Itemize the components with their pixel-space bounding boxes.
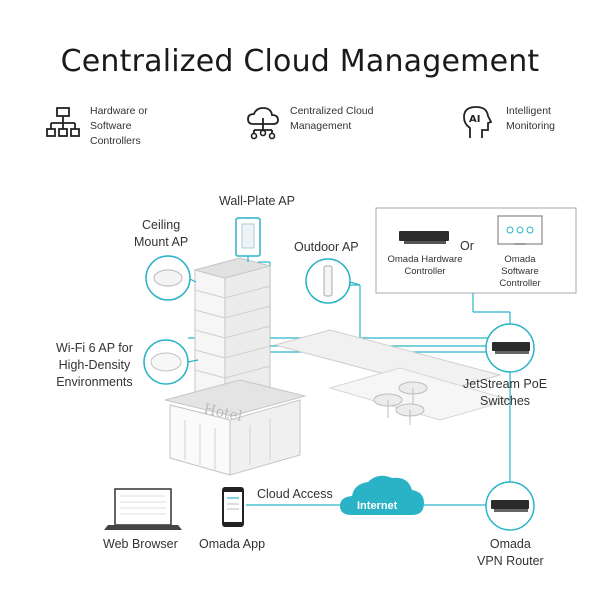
software-controller-label: Omada Software Controller <box>499 254 541 289</box>
feature-monitoring: AI Intelligent Monitoring <box>460 104 555 142</box>
outdoor-ap-label: Outdoor AP <box>294 240 359 254</box>
wall-plate-ap-device <box>235 217 261 262</box>
cloud-network-icon <box>247 107 279 140</box>
feature-label: Intelligent Monitoring <box>506 105 556 132</box>
wifi6-ap-label: Wi-Fi 6 AP for High-Density Environments <box>56 341 133 389</box>
internet-cloud <box>340 475 424 515</box>
feature-label: Centralized Cloud Management <box>290 105 374 132</box>
wall-plate-ap-label: Wall-Plate AP <box>219 194 295 208</box>
or-label: Or <box>460 239 474 253</box>
software-controller-device <box>497 215 543 245</box>
phone-device <box>222 487 244 527</box>
laptop-device <box>104 488 182 530</box>
ai-monitoring-icon: AI <box>463 106 493 138</box>
feature-label: Hardware or Software Controllers <box>90 105 148 147</box>
outdoor-ap-device <box>305 258 361 304</box>
cloud-access-label: Cloud Access <box>257 487 333 501</box>
ceiling-ap-label: Ceiling Mount AP <box>134 218 189 249</box>
page-title: Centralized Cloud Management <box>60 44 540 79</box>
patio-umbrellas <box>373 381 428 425</box>
jetstream-label: JetStream PoE Switches <box>463 377 548 408</box>
feature-hardware-software: Hardware or Software Controllers <box>44 104 148 149</box>
hotel-building <box>164 257 307 476</box>
vpn-router-device <box>485 481 535 531</box>
vpn-router-label: Omada VPN Router <box>477 537 544 568</box>
omada-app-label: Omada App <box>199 537 266 551</box>
svg-text:AI: AI <box>469 114 480 125</box>
hardware-controller-device <box>399 231 449 244</box>
network-tree-icon <box>46 107 80 137</box>
wifi6-ap-device <box>143 339 199 385</box>
internet-label: Internet <box>357 500 398 512</box>
controller-box <box>375 207 577 294</box>
hardware-controller-label: Omada Hardware Controller <box>387 254 463 277</box>
feature-cloud: Centralized Cloud Management <box>244 104 373 142</box>
web-browser-label: Web Browser <box>103 537 178 551</box>
jetstream-switch-device <box>485 323 535 373</box>
ceiling-ap-device <box>145 255 197 301</box>
